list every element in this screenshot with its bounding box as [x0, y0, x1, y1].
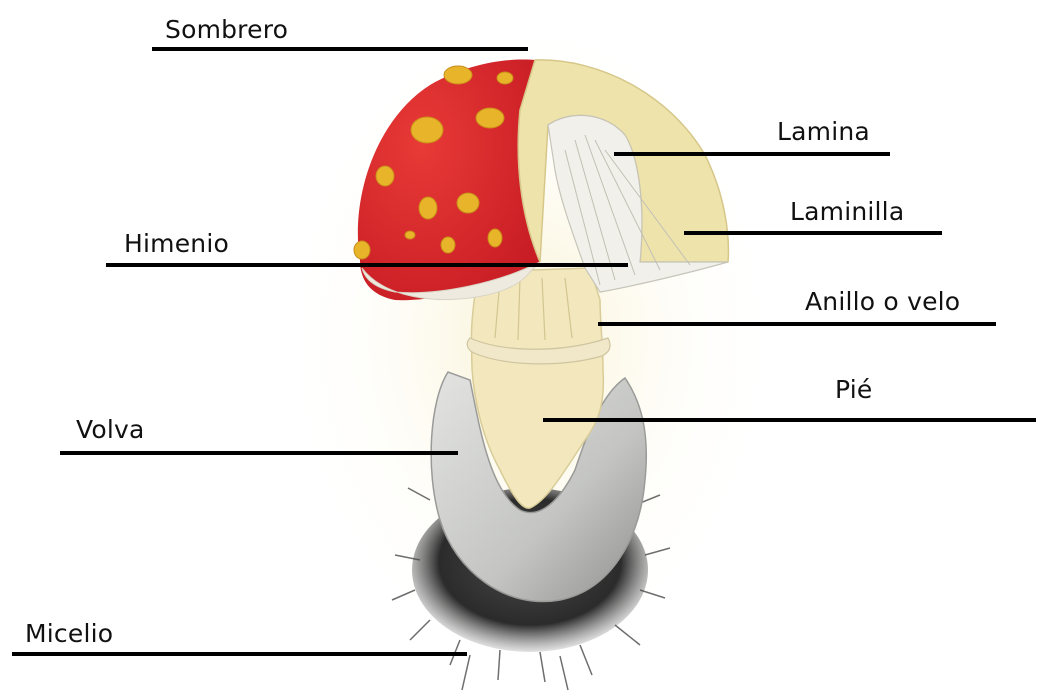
label-himenio: Himenio — [124, 229, 229, 258]
label-pie: Pié — [835, 375, 872, 404]
label-sombrero: Sombrero — [165, 15, 288, 44]
label-volva: Volva — [76, 415, 145, 444]
label-lamina: Lamina — [777, 117, 870, 146]
label-laminilla: Laminilla — [790, 197, 904, 226]
label-anillo: Anillo o velo — [805, 287, 960, 316]
label-micelio: Micelio — [25, 619, 113, 648]
